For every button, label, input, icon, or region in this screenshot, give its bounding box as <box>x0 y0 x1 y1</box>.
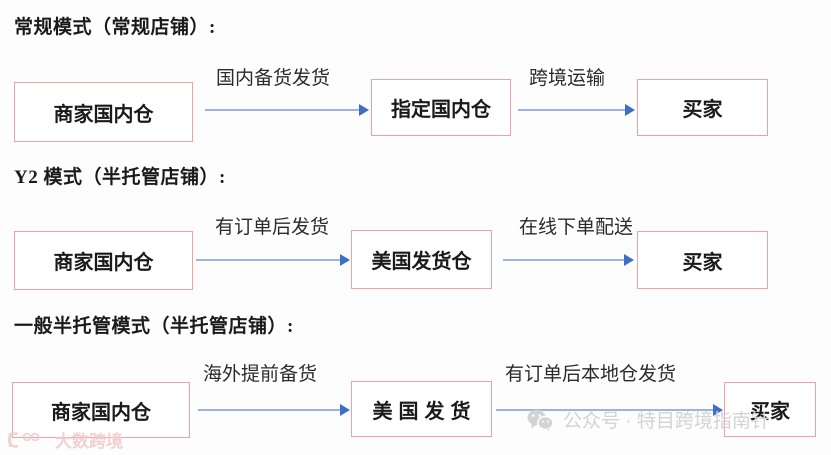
arrow-head <box>624 254 634 266</box>
arrow-2-2 <box>503 254 635 266</box>
node-box-1-1: 商家国内仓 <box>14 82 193 142</box>
section-title-1: 常规模式（常规店铺）: <box>14 17 216 38</box>
arrow-head <box>713 404 723 416</box>
section-title-2: Y2 模式（半托管店铺）: <box>14 167 226 188</box>
node-label-3-1: 商家国内仓 <box>51 401 151 424</box>
node-box-3-1: 商家国内仓 <box>12 382 190 438</box>
node-box-2-3: 买家 <box>637 231 768 289</box>
arrow-line <box>503 259 625 261</box>
edge-label-3-1: 海外提前备货 <box>203 364 318 385</box>
arrow-head <box>625 104 635 116</box>
arrow-head <box>340 404 350 416</box>
arrow-2-1 <box>196 254 351 266</box>
section-title-3: 一般半托管模式（半托管店铺）: <box>14 316 294 337</box>
edge-label-2-1: 有订单后发货 <box>215 217 330 238</box>
edge-label-1-2: 跨境运输 <box>529 68 606 89</box>
node-box-3-2: 美国发货 <box>351 381 492 437</box>
arrow-head <box>359 104 369 116</box>
node-label-2-1: 商家国内仓 <box>53 252 154 274</box>
arrow-line <box>496 409 714 411</box>
node-label-1-2: 指定国内仓 <box>391 99 491 121</box>
arrow-line <box>518 109 626 111</box>
arrow-3-2 <box>496 404 724 416</box>
node-label-3-3: 买家 <box>750 401 790 423</box>
arrow-line <box>205 109 360 111</box>
arrow-line <box>198 409 341 411</box>
node-label-1-3: 买家 <box>682 99 723 121</box>
node-label-2-3: 买家 <box>682 251 723 274</box>
node-label-3-2: 美国发货 <box>372 400 477 423</box>
arrow-head <box>340 254 350 266</box>
node-label-1-1: 商家国内仓 <box>53 103 154 126</box>
node-box-1-2: 指定国内仓 <box>371 79 511 136</box>
edge-label-2-2: 在线下单配送 <box>519 217 634 238</box>
arrow-1-1 <box>205 104 370 116</box>
arrow-3-1 <box>198 404 351 416</box>
edge-label-3-2: 有订单后本地仓发货 <box>505 364 677 385</box>
node-box-2-1: 商家国内仓 <box>14 231 193 290</box>
node-box-1-3: 买家 <box>637 79 768 136</box>
arrow-line <box>196 259 341 261</box>
node-box-3-3: 买家 <box>724 382 816 437</box>
arrow-1-2 <box>518 104 636 116</box>
edge-label-1-1: 国内备货发货 <box>216 68 331 89</box>
node-box-2-2: 美国发货仓 <box>351 230 492 289</box>
node-label-2-2: 美国发货仓 <box>371 251 472 273</box>
